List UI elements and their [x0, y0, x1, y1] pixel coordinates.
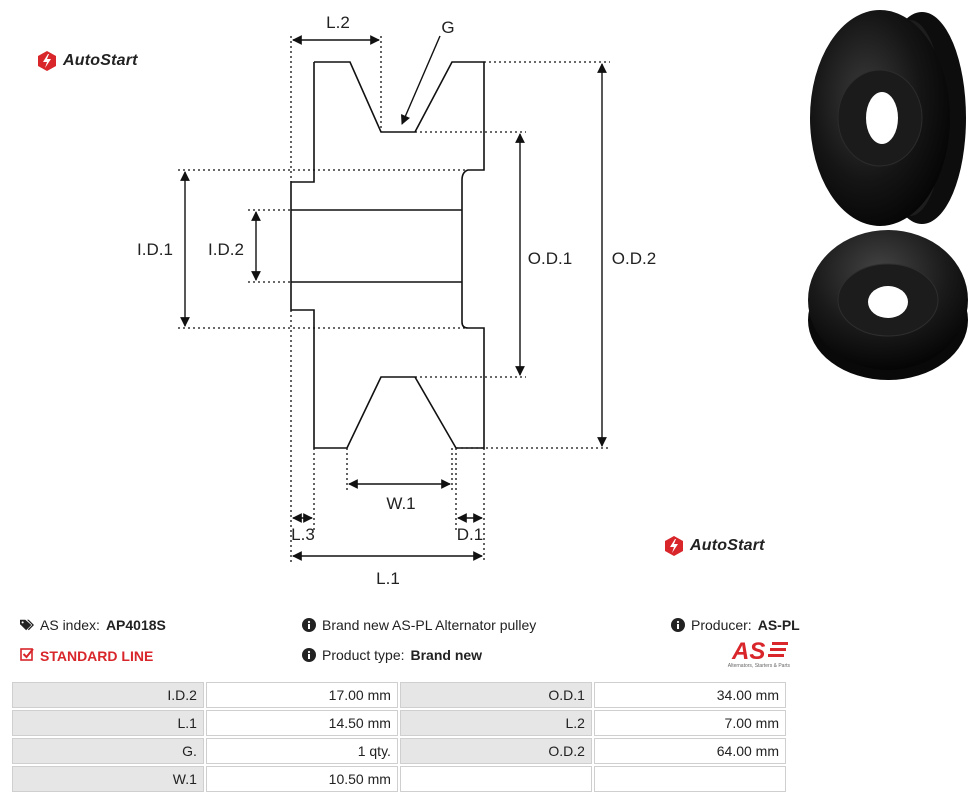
- pulley-product-photo: [808, 10, 968, 380]
- dim-label-l3: L.3: [291, 525, 315, 544]
- spec-empty-cell: [593, 766, 786, 792]
- spec-value: 1 qty.: [205, 738, 398, 764]
- extension-lines: [178, 36, 610, 562]
- table-row: G. 1 qty. O.D.2 64.00 mm: [12, 738, 786, 764]
- spec-label: O.D.2: [399, 738, 592, 764]
- table-row: I.D.2 17.00 mm O.D.1 34.00 mm: [12, 682, 786, 708]
- spec-label: O.D.1: [399, 682, 592, 708]
- autostart-wordmark: AutoStart: [690, 537, 765, 554]
- dim-label-w1: W.1: [386, 494, 415, 513]
- spec-value: 34.00 mm: [593, 682, 786, 708]
- autostart-mark-icon: [665, 536, 683, 556]
- description-text: Brand new AS-PL Alternator pulley: [322, 617, 537, 633]
- info-circle-icon: [302, 618, 316, 632]
- producer-label: Producer:: [691, 617, 752, 633]
- pulley-technical-drawing: L.2 G I.D.1 I.D.2 O.D.1 O.D.2 W.1 L.3 D.…: [137, 13, 656, 588]
- spec-label: W.1: [12, 766, 204, 792]
- pulley-profile: [290, 61, 485, 449]
- spec-value: 14.50 mm: [205, 710, 398, 736]
- spec-value: 17.00 mm: [205, 682, 398, 708]
- spec-value: 10.50 mm: [205, 766, 398, 792]
- product-type-label: Product type:: [322, 647, 405, 663]
- autostart-wordmark: AutoStart: [63, 52, 138, 69]
- spec-label: I.D.2: [12, 682, 204, 708]
- as-pl-logo: AS Alternators, Starters & Parts: [714, 638, 790, 669]
- autostart-logo-top: AutoStart: [36, 50, 138, 72]
- dim-label-od2: O.D.2: [612, 249, 656, 268]
- spec-label: L.2: [399, 710, 592, 736]
- producer: Producer: AS-PL: [671, 617, 800, 633]
- autostart-mark-icon: [38, 51, 56, 71]
- product-type: Product type: Brand new: [302, 647, 482, 663]
- dim-label-l1: L.1: [376, 569, 400, 588]
- as-pl-logo-mark: AS: [731, 638, 788, 662]
- specifications-table: I.D.2 17.00 mm O.D.1 34.00 mm L.1 14.50 …: [10, 680, 788, 794]
- dim-label-id1: I.D.1: [137, 240, 173, 259]
- tags-icon: [20, 618, 34, 632]
- dim-label-l2: L.2: [326, 13, 350, 32]
- spec-label: L.1: [12, 710, 204, 736]
- table-row: L.1 14.50 mm L.2 7.00 mm: [12, 710, 786, 736]
- product-type-value: Brand new: [410, 647, 483, 663]
- standard-line-text: STANDARD LINE: [40, 647, 154, 664]
- spec-value: 7.00 mm: [593, 710, 786, 736]
- spec-empty-cell: [399, 766, 592, 792]
- product-description: Brand new AS-PL Alternator pulley: [302, 617, 536, 633]
- autostart-logo-bottom: AutoStart: [663, 535, 765, 557]
- dim-label-g: G: [441, 18, 454, 37]
- spec-label: G.: [12, 738, 204, 764]
- standard-line-badge: STANDARD LINE: [20, 647, 153, 664]
- dim-label-d1: D.1: [457, 525, 483, 544]
- producer-value: AS-PL: [757, 617, 800, 633]
- table-row: W.1 10.50 mm: [12, 766, 786, 792]
- info-circle-icon: [671, 618, 685, 632]
- as-index-label: AS index:: [40, 617, 100, 633]
- dimension-arrows: [180, 35, 607, 561]
- checkbox-checked-icon: [20, 647, 34, 664]
- info-circle-icon: [302, 648, 316, 662]
- as-index: AS index: AP4018S: [20, 617, 166, 633]
- spec-value: 64.00 mm: [593, 738, 786, 764]
- as-index-value: AP4018S: [105, 617, 166, 633]
- dim-label-od1: O.D.1: [528, 249, 572, 268]
- as-pl-logo-tagline: Alternators, Starters & Parts: [727, 663, 790, 669]
- svg-text:AS: AS: [731, 638, 765, 662]
- dim-label-id2: I.D.2: [208, 240, 244, 259]
